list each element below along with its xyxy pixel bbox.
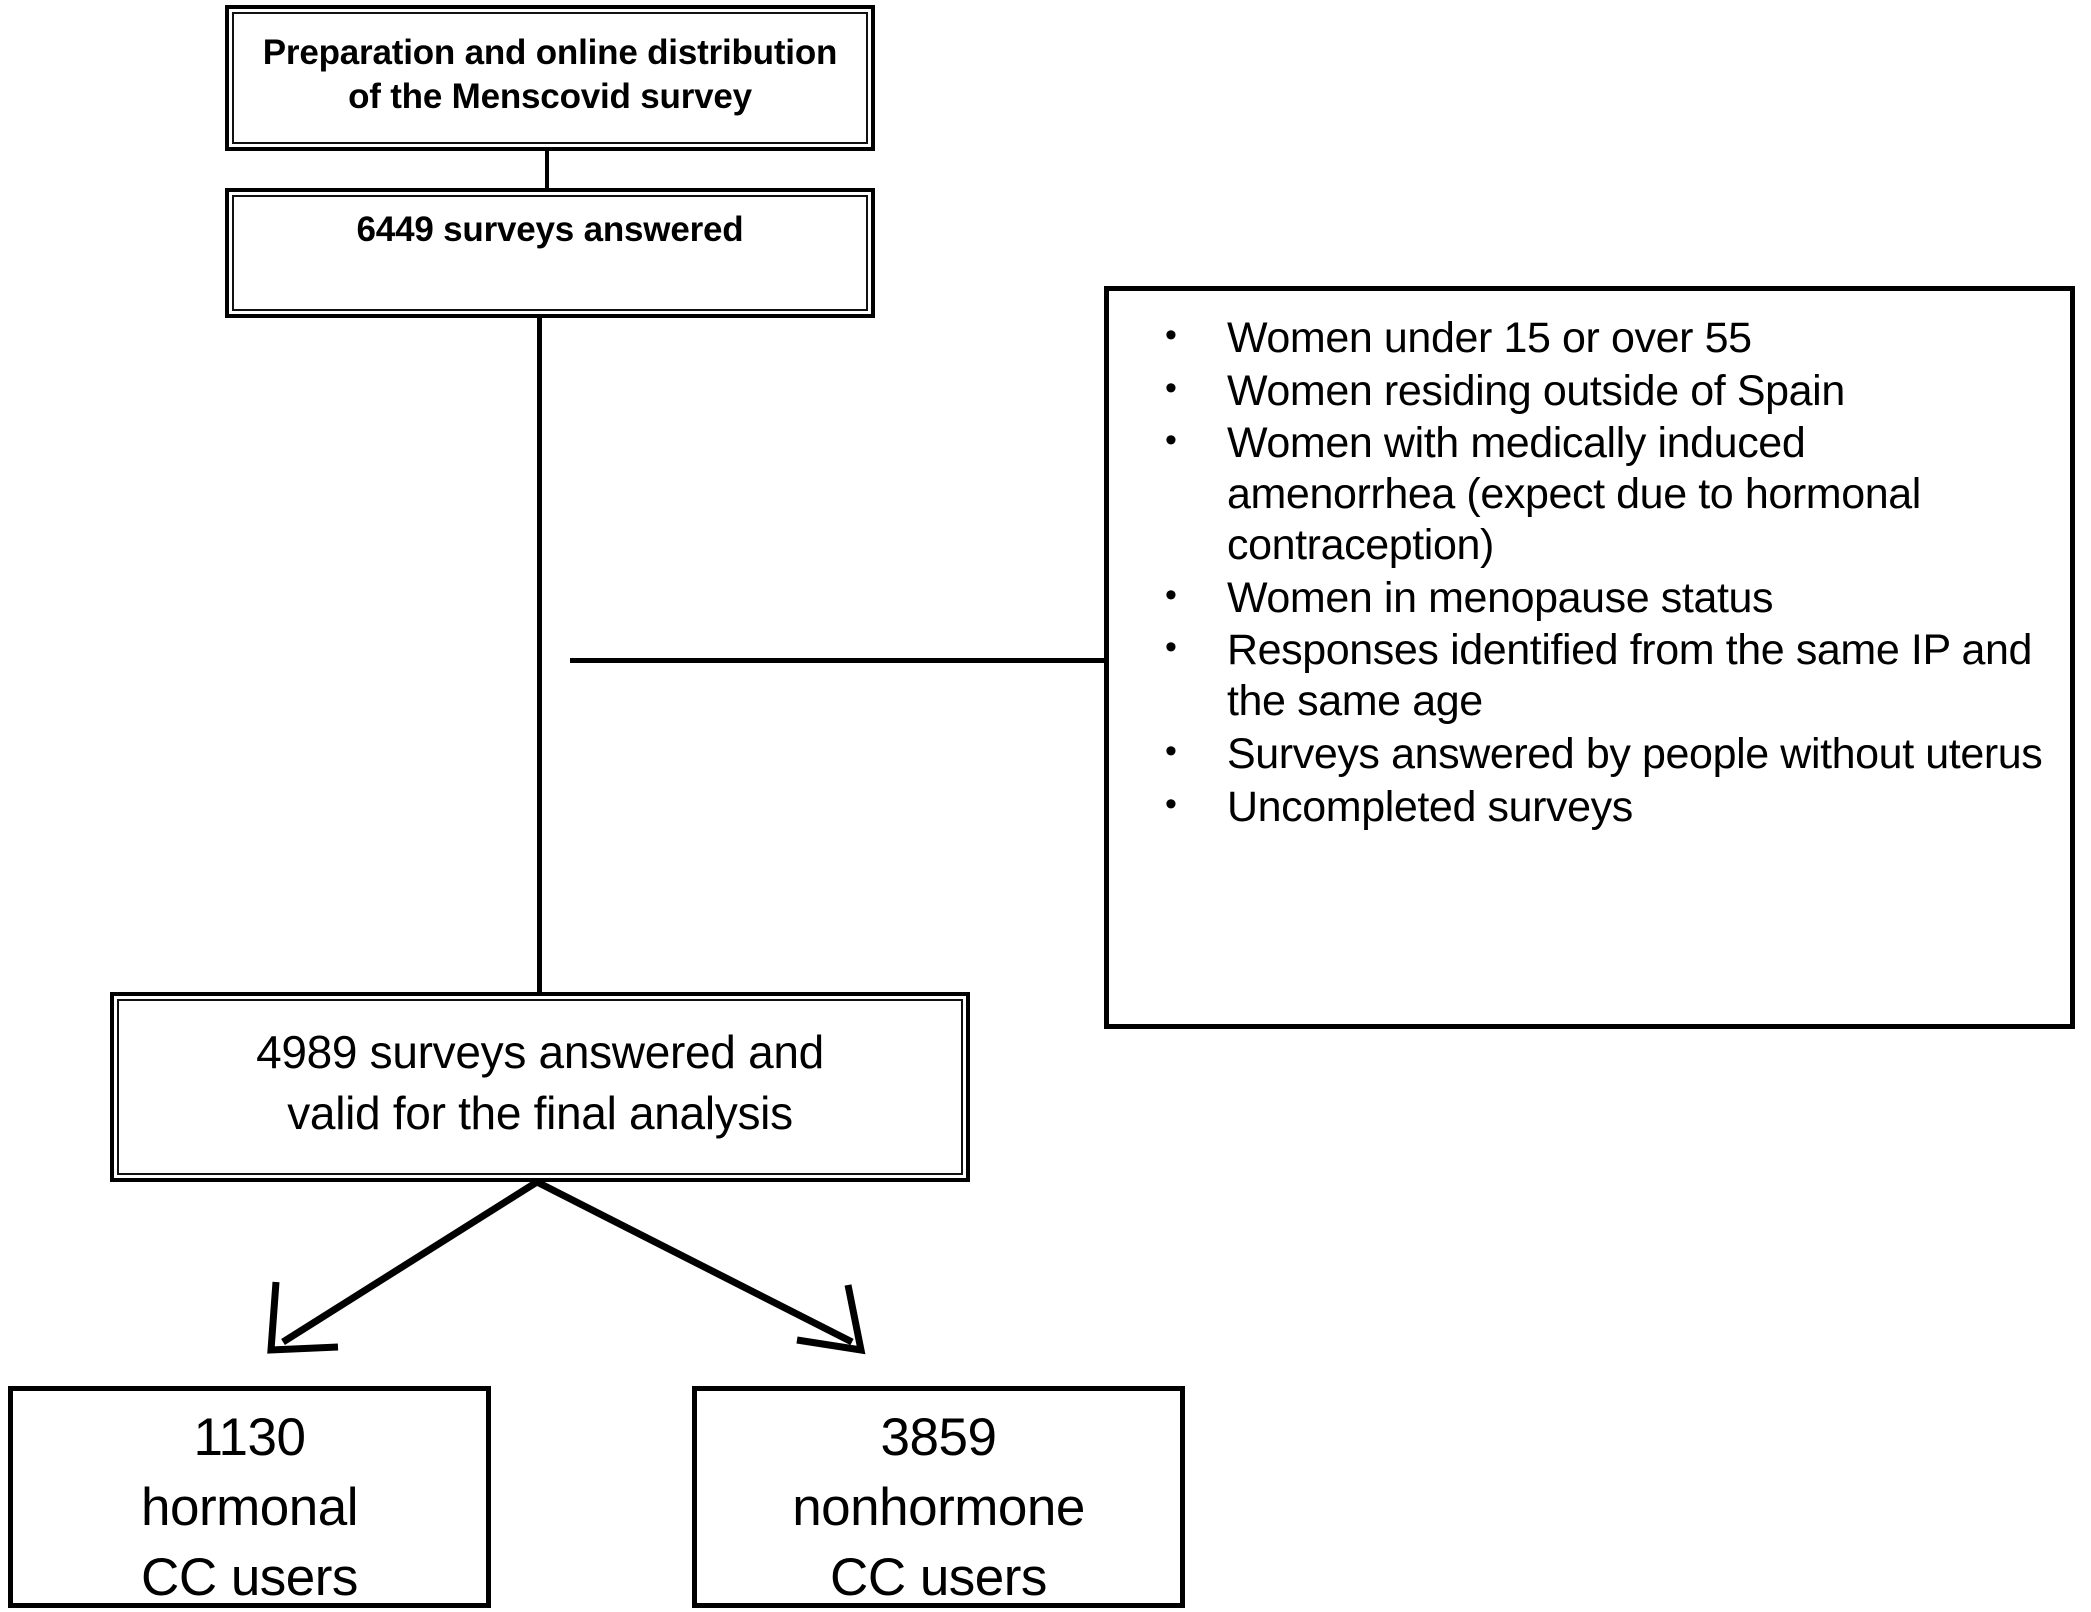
node-nonhormone-cc-users: 3859 nonhormone CC users [692, 1386, 1185, 1608]
node-surveys-answered: 6449 surveys answered [225, 188, 875, 318]
list-item: Uncompleted surveys [1143, 780, 2044, 833]
arrow-line-left [281, 1179, 539, 1345]
connector-to-exclusion-criteria [570, 658, 1106, 663]
node-preparation: Preparation and online distribution of t… [225, 5, 875, 151]
list-item: Women under 15 or over 55 [1143, 311, 2044, 364]
connector-answered-to-valid [537, 316, 542, 994]
arrow-head-left [267, 1281, 339, 1354]
node-hormonal-cc-users: 1130 hormonal CC users [8, 1386, 491, 1608]
arrow-head-right [796, 1284, 866, 1355]
node-valid-surveys: 4989 surveys answered and valid for the … [110, 992, 970, 1182]
node-exclusion-criteria: Women under 15 or over 55 Women residing… [1104, 286, 2075, 1029]
node-hormonal-cc-users-label: 1130 hormonal CC users [141, 1408, 358, 1607]
node-preparation-label: Preparation and online distribution of t… [262, 33, 838, 117]
arrow-line-right [535, 1178, 854, 1346]
connector-preparation-to-answered [545, 151, 549, 190]
list-item: Women residing outside of Spain [1143, 364, 2044, 417]
list-item: Women in menopause status [1143, 571, 2044, 624]
exclusion-criteria-list: Women under 15 or over 55 Women residing… [1109, 291, 2070, 832]
node-valid-surveys-label: 4989 surveys answered and valid for the … [256, 1026, 824, 1139]
node-nonhormone-cc-users-label: 3859 nonhormone CC users [792, 1408, 1085, 1607]
list-item: Women with medically induced amenorrhea … [1143, 416, 2044, 570]
list-item: Responses identified from the same IP an… [1143, 623, 2044, 726]
node-surveys-answered-label: 6449 surveys answered [356, 210, 744, 249]
list-item: Surveys answered by people without uteru… [1143, 727, 2044, 780]
